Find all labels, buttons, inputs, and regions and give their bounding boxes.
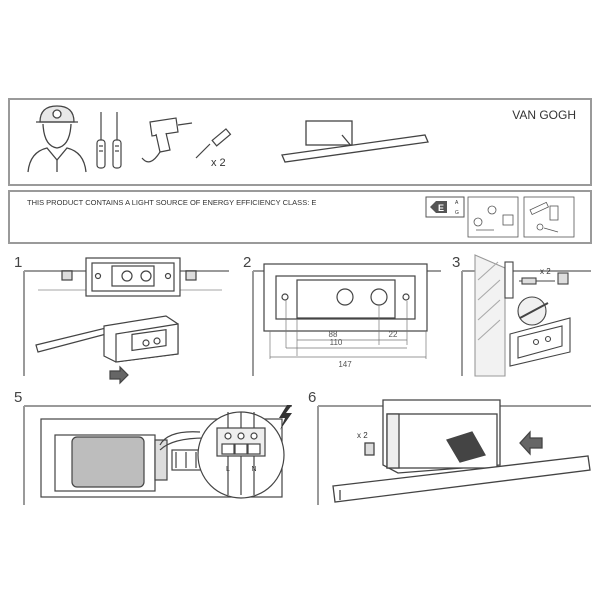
step-6-lamp-assembly	[332, 399, 591, 503]
energy-class-statement: THIS PRODUCT CONTAINS A LIGHT SOURCE OF …	[27, 198, 316, 207]
disposal-icons-box	[467, 196, 575, 238]
step-1-push-arrow-icon	[109, 365, 129, 385]
lamp-icon	[281, 120, 429, 163]
energy-scale-top: A	[455, 200, 459, 206]
step-6-screws-quantity: x 2	[357, 431, 368, 440]
screw-and-plug-icon	[195, 128, 232, 159]
terminal-live-label: L	[226, 466, 230, 473]
step-2-number: 2	[243, 254, 251, 271]
step-5-wiring-zoom	[197, 411, 285, 499]
energy-label: E A G	[425, 196, 465, 218]
step-3-wall-mounting-view	[474, 254, 571, 377]
step-3-screws-quantity: x 2	[540, 267, 551, 276]
info-panel	[8, 190, 592, 244]
step-2-mounting-plate-drawing	[263, 263, 428, 332]
dimension-147: 147	[338, 360, 352, 369]
energy-scale-bottom: G	[455, 210, 459, 216]
step-1-number: 1	[14, 254, 22, 271]
screws-quantity: x 2	[211, 157, 226, 169]
drill-icon	[141, 117, 193, 163]
installer-person-icon	[27, 105, 87, 173]
dimension-110: 110	[330, 338, 343, 347]
step-2-dimension-lines	[269, 300, 427, 359]
step-1-top-view	[38, 257, 222, 297]
brand-name: VAN GOGH	[512, 108, 576, 122]
dimension-88: 88	[329, 330, 338, 339]
energy-class-letter: E	[438, 203, 444, 213]
step-3-number: 3	[452, 254, 460, 271]
step-1-mounting-plate-view	[35, 315, 179, 385]
step-5-number: 5	[14, 389, 22, 406]
step-6-slide-arrow-icon	[519, 430, 543, 456]
header-panel	[8, 98, 592, 186]
terminal-neutral-label: N	[251, 466, 256, 473]
step-6-number: 6	[308, 389, 316, 406]
screwdrivers-icon	[96, 112, 122, 169]
dimension-22: 22	[389, 330, 398, 339]
electric-hazard-icon	[279, 405, 292, 430]
